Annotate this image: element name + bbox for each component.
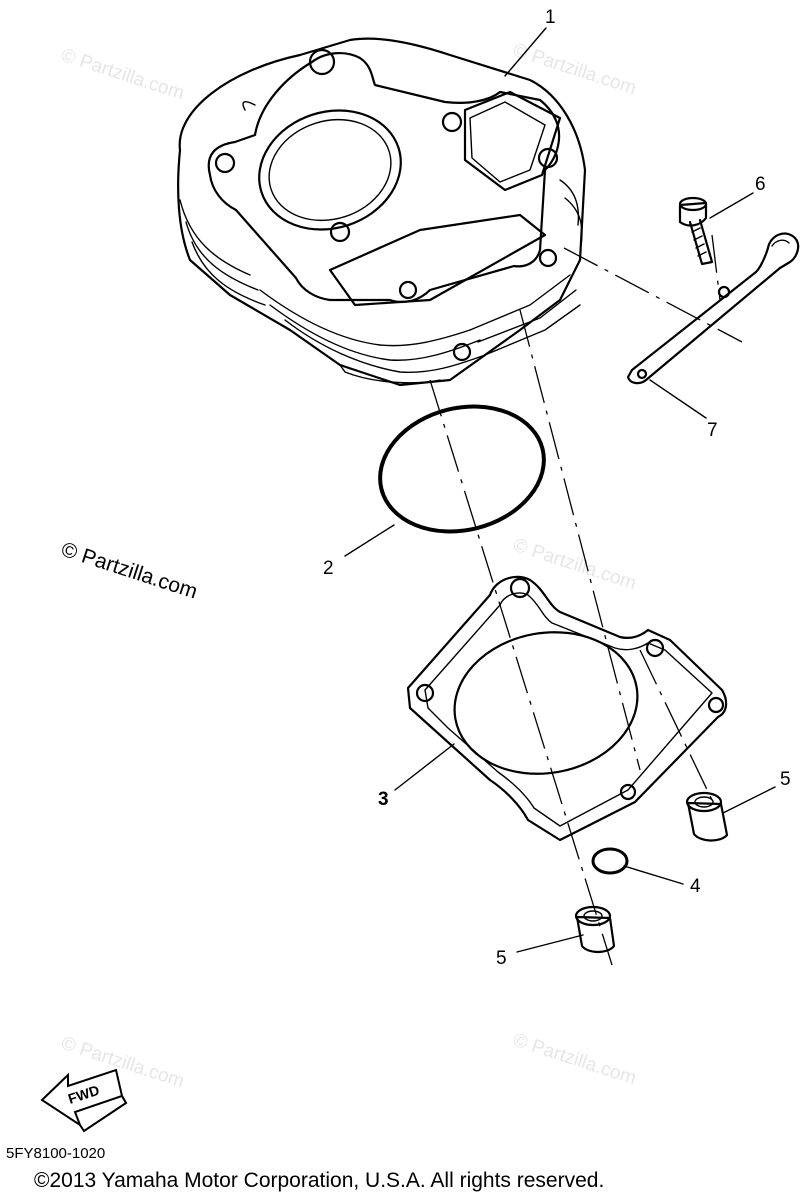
callout-2: 2 — [323, 558, 334, 579]
callout-7: 7 — [707, 420, 718, 441]
callout-3: 3 — [378, 789, 389, 810]
bracket — [626, 232, 800, 385]
dowel-pin-left — [574, 905, 616, 954]
leader-lines — [344, 27, 776, 953]
callout-5: 5 — [780, 769, 791, 790]
bolt — [678, 196, 714, 266]
o-ring-large — [378, 404, 546, 534]
watermark: © Partzilla.com — [510, 1030, 638, 1090]
watermark-main: © Partzilla.com — [58, 538, 200, 604]
callout-4: 4 — [690, 876, 701, 897]
copyright: ©2013 Yamaha Motor Corporation, U.S.A. A… — [34, 1169, 604, 1192]
o-ring-small — [591, 847, 629, 875]
callout-6: 6 — [755, 174, 766, 195]
dowel-pin-right — [685, 791, 729, 842]
alignment-lines — [429, 234, 743, 966]
fwd-arrow-icon: FWD — [40, 1068, 128, 1133]
watermark: © Partzilla.com — [510, 40, 638, 100]
callout-5: 5 — [496, 948, 507, 969]
callout-1: 1 — [545, 7, 556, 28]
diagram-code: 5FY8100-1020 — [6, 1145, 105, 1162]
callouts: 1 2 3 4 5 5 6 7 — [323, 7, 791, 969]
watermark: © Partzilla.com — [58, 45, 186, 105]
cylinder-gasket — [406, 575, 728, 842]
cylinder — [177, 37, 587, 387]
